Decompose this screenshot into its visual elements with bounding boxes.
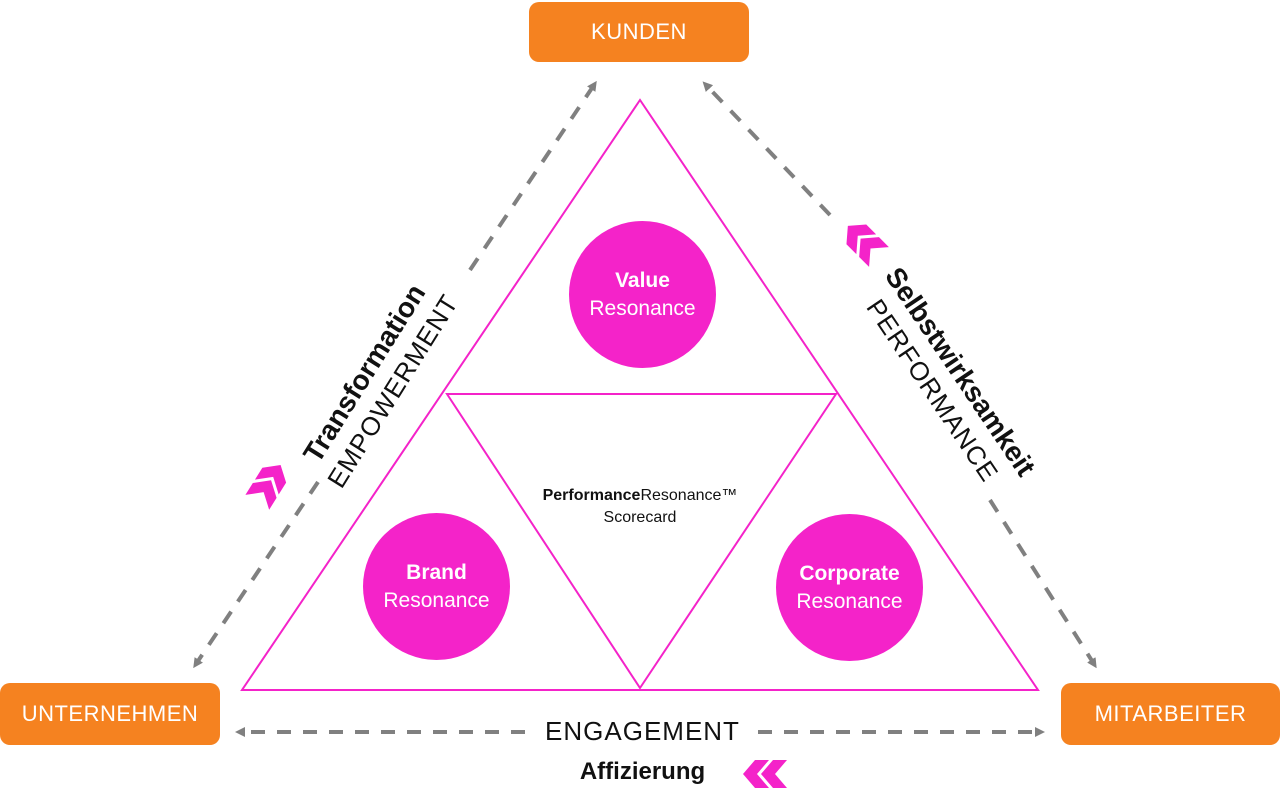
- brand-circle-bold: Brand: [406, 560, 467, 584]
- scorecard-bold: Performance: [542, 487, 641, 504]
- bottom-edge-bold: Affizierung: [579, 758, 706, 785]
- double-chevron-icon-right: [846, 224, 889, 267]
- bottom-edge-text: ENGAGEMENT: [545, 716, 740, 746]
- arrow-left-edge: [193, 80, 597, 669]
- scorecard-label: PerformanceResonance™ Scorecard: [490, 485, 790, 529]
- value-circle-text: Resonance: [589, 296, 696, 320]
- brand-resonance-circle: Brand Resonance: [363, 513, 510, 660]
- value-resonance-circle: Value Resonance: [569, 221, 716, 368]
- node-mitarbeiter-label: MITARBEITER: [1094, 701, 1247, 726]
- brand-circle-text: Resonance: [383, 588, 490, 612]
- node-unternehmen-label: UNTERNEHMEN: [21, 701, 199, 726]
- double-chevron-icon-left: [245, 465, 287, 510]
- arrow-right-edge: [702, 81, 1097, 669]
- outer-triangle: [240, 98, 1040, 691]
- node-kunden: KUNDEN: [529, 2, 749, 62]
- node-unternehmen: UNTERNEHMEN: [0, 683, 220, 745]
- scorecard-line2: Scorecard: [603, 509, 677, 526]
- node-mitarbeiter: MITARBEITER: [1061, 683, 1280, 745]
- double-chevron-icon-bottom: [743, 760, 787, 788]
- node-kunden-label: KUNDEN: [591, 19, 687, 44]
- value-circle-bold: Value: [615, 268, 670, 292]
- corporate-circle-bold: Corporate: [799, 561, 900, 585]
- corporate-circle-text: Resonance: [796, 589, 903, 613]
- scorecard-text: Resonance™: [640, 487, 738, 504]
- inner-triangle: [445, 393, 838, 690]
- corporate-resonance-circle: Corporate Resonance: [776, 514, 923, 661]
